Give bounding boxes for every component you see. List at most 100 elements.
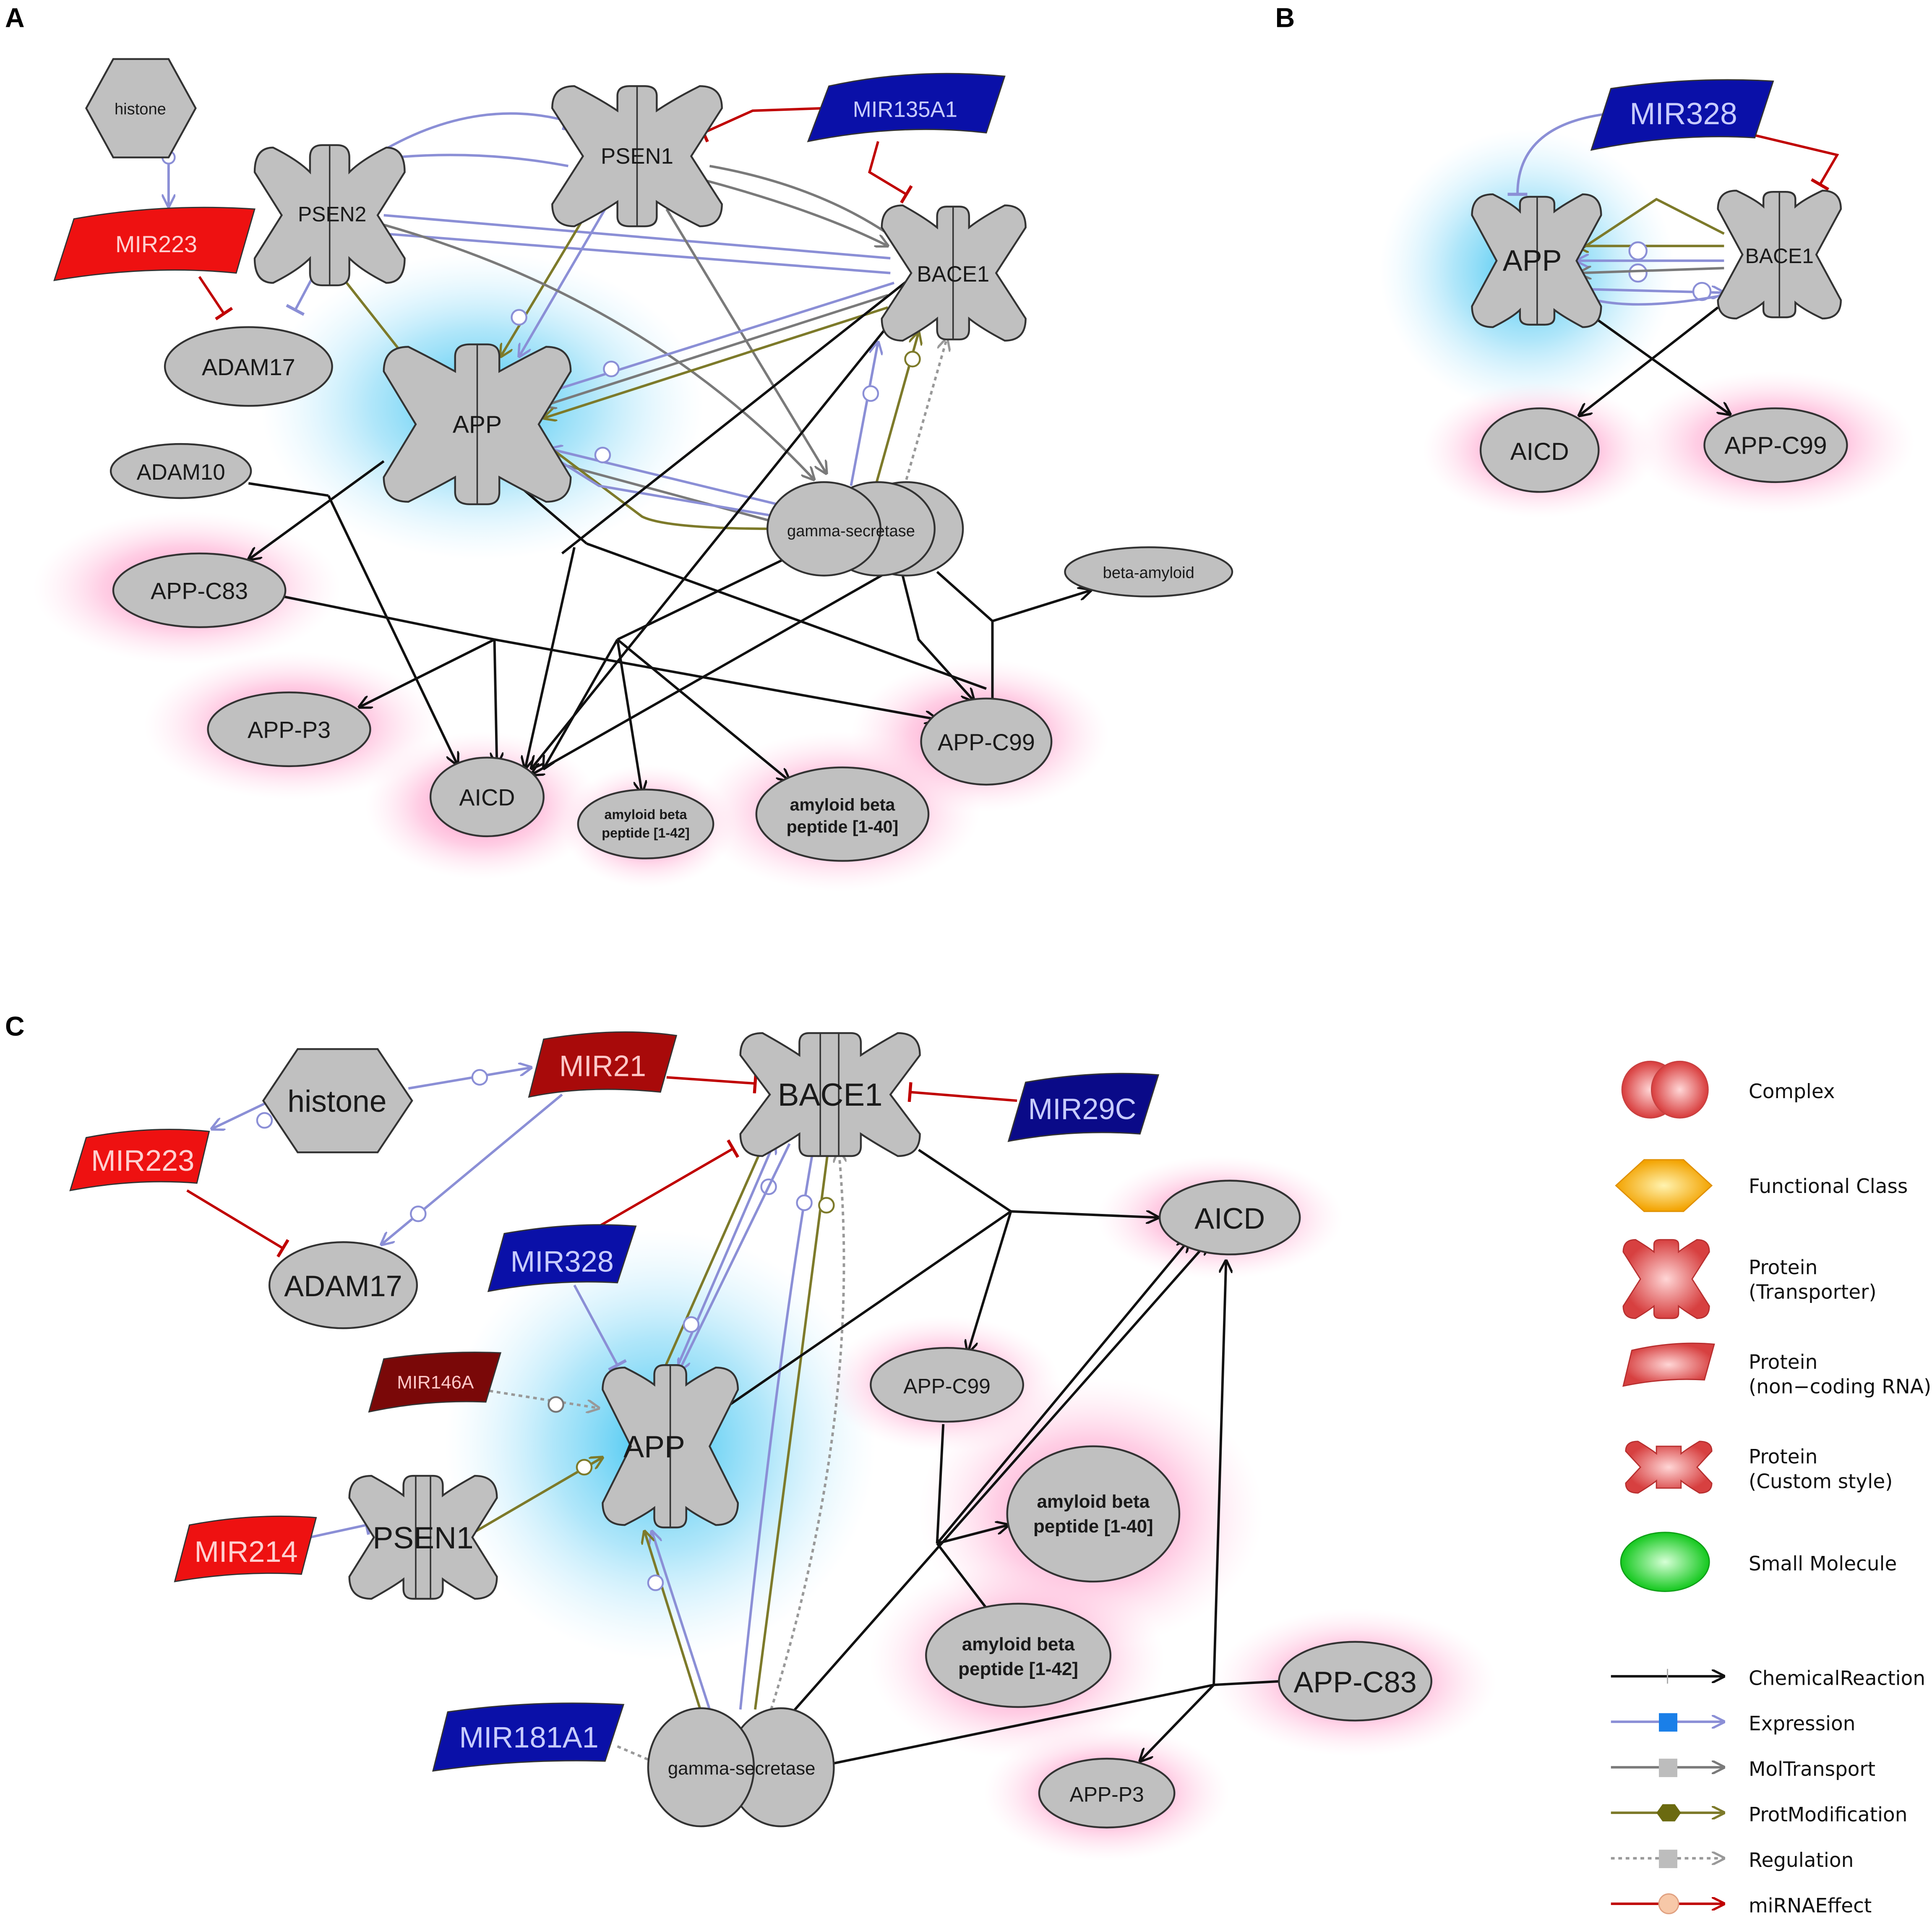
- svg-text:APP-C83: APP-C83: [151, 578, 248, 604]
- node-mir21-c[interactable]: MIR21: [528, 1031, 678, 1098]
- legend-sublabel: (non−coding RNA): [1749, 1375, 1931, 1399]
- node-histone-c[interactable]: histone: [262, 1048, 413, 1154]
- svg-text:APP: APP: [453, 411, 502, 438]
- svg-text:AICD: AICD: [1194, 1202, 1265, 1235]
- node-aicd[interactable]: AICD: [429, 757, 545, 838]
- svg-text:PSEN2: PSEN2: [298, 203, 366, 226]
- legend-label: Functional Class: [1749, 1175, 1908, 1198]
- node-mir223-c[interactable]: MIR223: [69, 1129, 210, 1191]
- svg-text:MIR223: MIR223: [115, 231, 197, 257]
- transporter-icon: [1622, 1239, 1710, 1319]
- svg-text:APP-P3: APP-P3: [248, 717, 331, 743]
- node-app-c99-b[interactable]: APP-C99: [1703, 407, 1848, 483]
- node-bace1-c[interactable]: BACE1: [739, 1032, 921, 1157]
- svg-text:APP-C99: APP-C99: [903, 1375, 991, 1398]
- legend-protmodification: ProtModification: [1611, 1804, 1907, 1827]
- panel-a-edges: [161, 107, 1091, 793]
- node-mir214-c[interactable]: MIR214: [174, 1515, 317, 1582]
- node-mir146a-c[interactable]: MIR146A: [368, 1352, 502, 1413]
- svg-text:MIR223: MIR223: [91, 1144, 194, 1177]
- legend-mirnaeffect: miRNAEffect: [1611, 1893, 1872, 1917]
- svg-text:MIR328: MIR328: [1630, 97, 1737, 131]
- node-mir181a1-c[interactable]: MIR181A1: [432, 1702, 625, 1772]
- svg-text:amyloid beta: amyloid beta: [1037, 1491, 1150, 1512]
- node-adam17[interactable]: ADAM17: [164, 326, 333, 407]
- svg-text:MIR135A1: MIR135A1: [853, 97, 957, 122]
- svg-text:amyloid beta: amyloid beta: [962, 1634, 1075, 1655]
- legend-small-molecule: Small Molecule: [1620, 1532, 1897, 1592]
- node-mir135a1[interactable]: MIR135A1: [807, 73, 1006, 143]
- node-app-c99[interactable]: APP-C99: [920, 697, 1053, 786]
- node-app-c83[interactable]: APP-C83: [112, 552, 287, 628]
- node-app[interactable]: APP: [383, 343, 572, 505]
- svg-text:beta-amyloid: beta-amyloid: [1103, 564, 1194, 582]
- legend-label: Protein: [1749, 1446, 1817, 1469]
- svg-text:BACE1: BACE1: [917, 262, 989, 287]
- node-app-c99-c[interactable]: APP-C99: [870, 1347, 1024, 1423]
- svg-text:gamma-secretase: gamma-secretase: [787, 522, 915, 540]
- node-mir223[interactable]: MIR223: [53, 206, 256, 282]
- svg-text:PSEN1: PSEN1: [601, 144, 673, 169]
- svg-text:APP-C83: APP-C83: [1294, 1665, 1417, 1699]
- node-mir29c-c[interactable]: MIR29C: [1007, 1073, 1160, 1142]
- legend-regulation: Regulation: [1611, 1849, 1854, 1872]
- svg-text:ADAM17: ADAM17: [284, 1269, 402, 1302]
- node-amyloid-beta-1-42-c[interactable]: amyloid beta peptide [1-42]: [925, 1603, 1112, 1708]
- svg-text:MIR21: MIR21: [559, 1049, 646, 1083]
- svg-text:MIR146A: MIR146A: [397, 1372, 474, 1393]
- svg-text:MIR328: MIR328: [511, 1245, 614, 1278]
- node-bace1[interactable]: BACE1: [881, 204, 1027, 342]
- svg-text:histone: histone: [115, 101, 166, 118]
- node-beta-amyloid[interactable]: beta-amyloid: [1064, 546, 1233, 598]
- legend-label: miRNAEffect: [1749, 1894, 1872, 1917]
- panel-c-edges: [186, 1068, 1282, 1766]
- panel-c: C: [5, 1011, 1497, 1861]
- svg-text:gamma-secretase: gamma-secretase: [668, 1758, 816, 1779]
- svg-text:AICD: AICD: [459, 785, 515, 811]
- node-gamma-secretase[interactable]: gamma-secretase: [766, 481, 964, 577]
- legend-label: Expression: [1749, 1712, 1855, 1736]
- node-mir328-b[interactable]: MIR328: [1590, 79, 1774, 151]
- node-mir328-c[interactable]: MIR328: [487, 1224, 637, 1292]
- legend-complex: Complex: [1621, 1060, 1835, 1119]
- node-histone[interactable]: histone: [85, 58, 197, 159]
- panel-letter-c: C: [5, 1011, 25, 1041]
- panel-letter-b: B: [1275, 3, 1295, 33]
- node-amyloid-beta-1-42[interactable]: amyloid beta peptide [1-42]: [577, 788, 714, 859]
- node-psen1-c[interactable]: PSEN1: [348, 1475, 498, 1600]
- svg-text:PSEN1: PSEN1: [373, 1521, 473, 1555]
- legend-label: Protein: [1749, 1256, 1817, 1279]
- node-amyloid-beta-1-40-c[interactable]: amyloid beta peptide [1-40]: [1006, 1445, 1181, 1583]
- node-bace1-b[interactable]: BACE1: [1717, 190, 1842, 320]
- node-app-p3[interactable]: APP-P3: [207, 691, 371, 767]
- node-app-c[interactable]: APP: [602, 1364, 739, 1529]
- panel-a: A: [5, 3, 1233, 892]
- legend-sublabel: (Transporter): [1749, 1281, 1877, 1304]
- svg-text:MIR29C: MIR29C: [1028, 1092, 1136, 1125]
- legend-functional-class: Functional Class: [1615, 1159, 1908, 1212]
- node-psen2[interactable]: PSEN2: [253, 144, 406, 287]
- svg-text:ADAM10: ADAM10: [137, 460, 225, 485]
- svg-text:peptide [1-40]: peptide [1-40]: [1033, 1516, 1153, 1537]
- node-gamma-secretase-c[interactable]: gamma-secretase: [647, 1707, 835, 1827]
- node-aicd-b[interactable]: AICD: [1479, 407, 1600, 493]
- svg-text:peptide [1-42]: peptide [1-42]: [602, 825, 689, 840]
- legend-label: Protein: [1749, 1351, 1817, 1374]
- panel-b-edges: [1507, 112, 1839, 416]
- node-app-b[interactable]: APP: [1471, 193, 1602, 328]
- custom-protein-icon: [1625, 1441, 1713, 1494]
- legend-label: ProtModification: [1749, 1804, 1907, 1827]
- node-amyloid-beta-1-40[interactable]: amyloid beta peptide [1-40]: [755, 766, 930, 862]
- svg-text:AICD: AICD: [1510, 438, 1569, 465]
- svg-text:histone: histone: [287, 1084, 386, 1118]
- node-app-c83-c[interactable]: APP-C83: [1278, 1641, 1433, 1722]
- node-aicd-c[interactable]: AICD: [1158, 1180, 1301, 1255]
- legend-expression: Expression: [1611, 1712, 1855, 1736]
- node-adam17-c[interactable]: ADAM17: [268, 1241, 418, 1329]
- node-app-p3-c[interactable]: APP-P3: [1038, 1757, 1176, 1829]
- node-adam10[interactable]: ADAM10: [110, 443, 252, 499]
- ncrna-icon: [1622, 1342, 1715, 1387]
- node-psen1[interactable]: PSEN1: [551, 85, 723, 227]
- panel-b: B MIR328: [1275, 3, 1915, 518]
